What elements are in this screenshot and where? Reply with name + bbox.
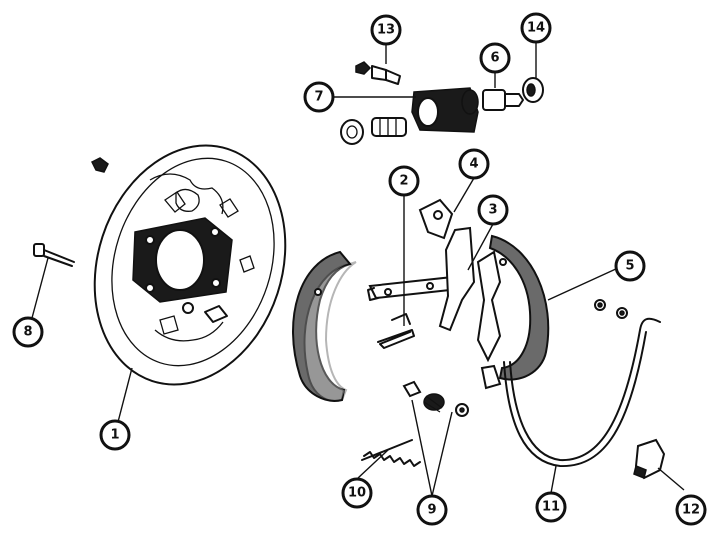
- callout-6-label: 6: [490, 51, 499, 66]
- callout-10-label: 10: [348, 486, 366, 501]
- callout-4: 4: [458, 148, 490, 180]
- callout-2-label: 2: [399, 174, 408, 189]
- brake-shoe-left: [292, 250, 357, 402]
- callout-7-label: 7: [314, 90, 323, 105]
- cylinder-piston-left: [371, 117, 407, 137]
- cable-clip: [633, 438, 666, 480]
- mounting-bolt: [33, 243, 75, 267]
- callout-14-label: 14: [527, 21, 545, 36]
- callout-12: 12: [675, 494, 707, 526]
- callout-10: 10: [341, 477, 373, 509]
- dust-boot-left: [340, 119, 364, 145]
- callout-8: 8: [12, 316, 44, 348]
- callout-1-label: 1: [110, 428, 119, 443]
- callout-6: 6: [479, 42, 511, 74]
- dust-boot-right: [522, 77, 544, 103]
- callout-3: 3: [477, 194, 509, 226]
- cylinder-piston-right: [482, 89, 524, 111]
- parking-brake-lever: [418, 198, 476, 332]
- plate-bolt: [90, 157, 109, 173]
- parking-brake-cable: [503, 317, 661, 468]
- bleeder-screw: [355, 61, 401, 85]
- callout-2: 2: [388, 165, 420, 197]
- strut-spring-clip: [377, 313, 415, 349]
- callout-5-label: 5: [625, 259, 634, 274]
- callout-9-label: 9: [427, 503, 436, 518]
- callout-4-label: 4: [469, 157, 478, 172]
- wheel-cylinder: [411, 87, 479, 133]
- callout-7: 7: [303, 81, 335, 113]
- callout-9: 9: [416, 494, 448, 526]
- hold-down-kit: [402, 380, 469, 417]
- return-spring: [361, 439, 421, 467]
- backing-plate: [93, 144, 287, 386]
- callout-1: 1: [99, 419, 131, 451]
- callout-5: 5: [614, 250, 646, 282]
- brake-shoe-right: [476, 234, 550, 390]
- callout-3-label: 3: [488, 203, 497, 218]
- callout-13: 13: [370, 14, 402, 46]
- callout-12-label: 12: [682, 503, 700, 518]
- callout-11: 11: [535, 491, 567, 523]
- callout-11-label: 11: [542, 500, 560, 515]
- callout-8-label: 8: [23, 325, 32, 340]
- small-nuts: [594, 299, 628, 319]
- leader-lines: [31, 42, 685, 497]
- callout-14: 14: [520, 12, 552, 44]
- callout-13-label: 13: [377, 23, 395, 38]
